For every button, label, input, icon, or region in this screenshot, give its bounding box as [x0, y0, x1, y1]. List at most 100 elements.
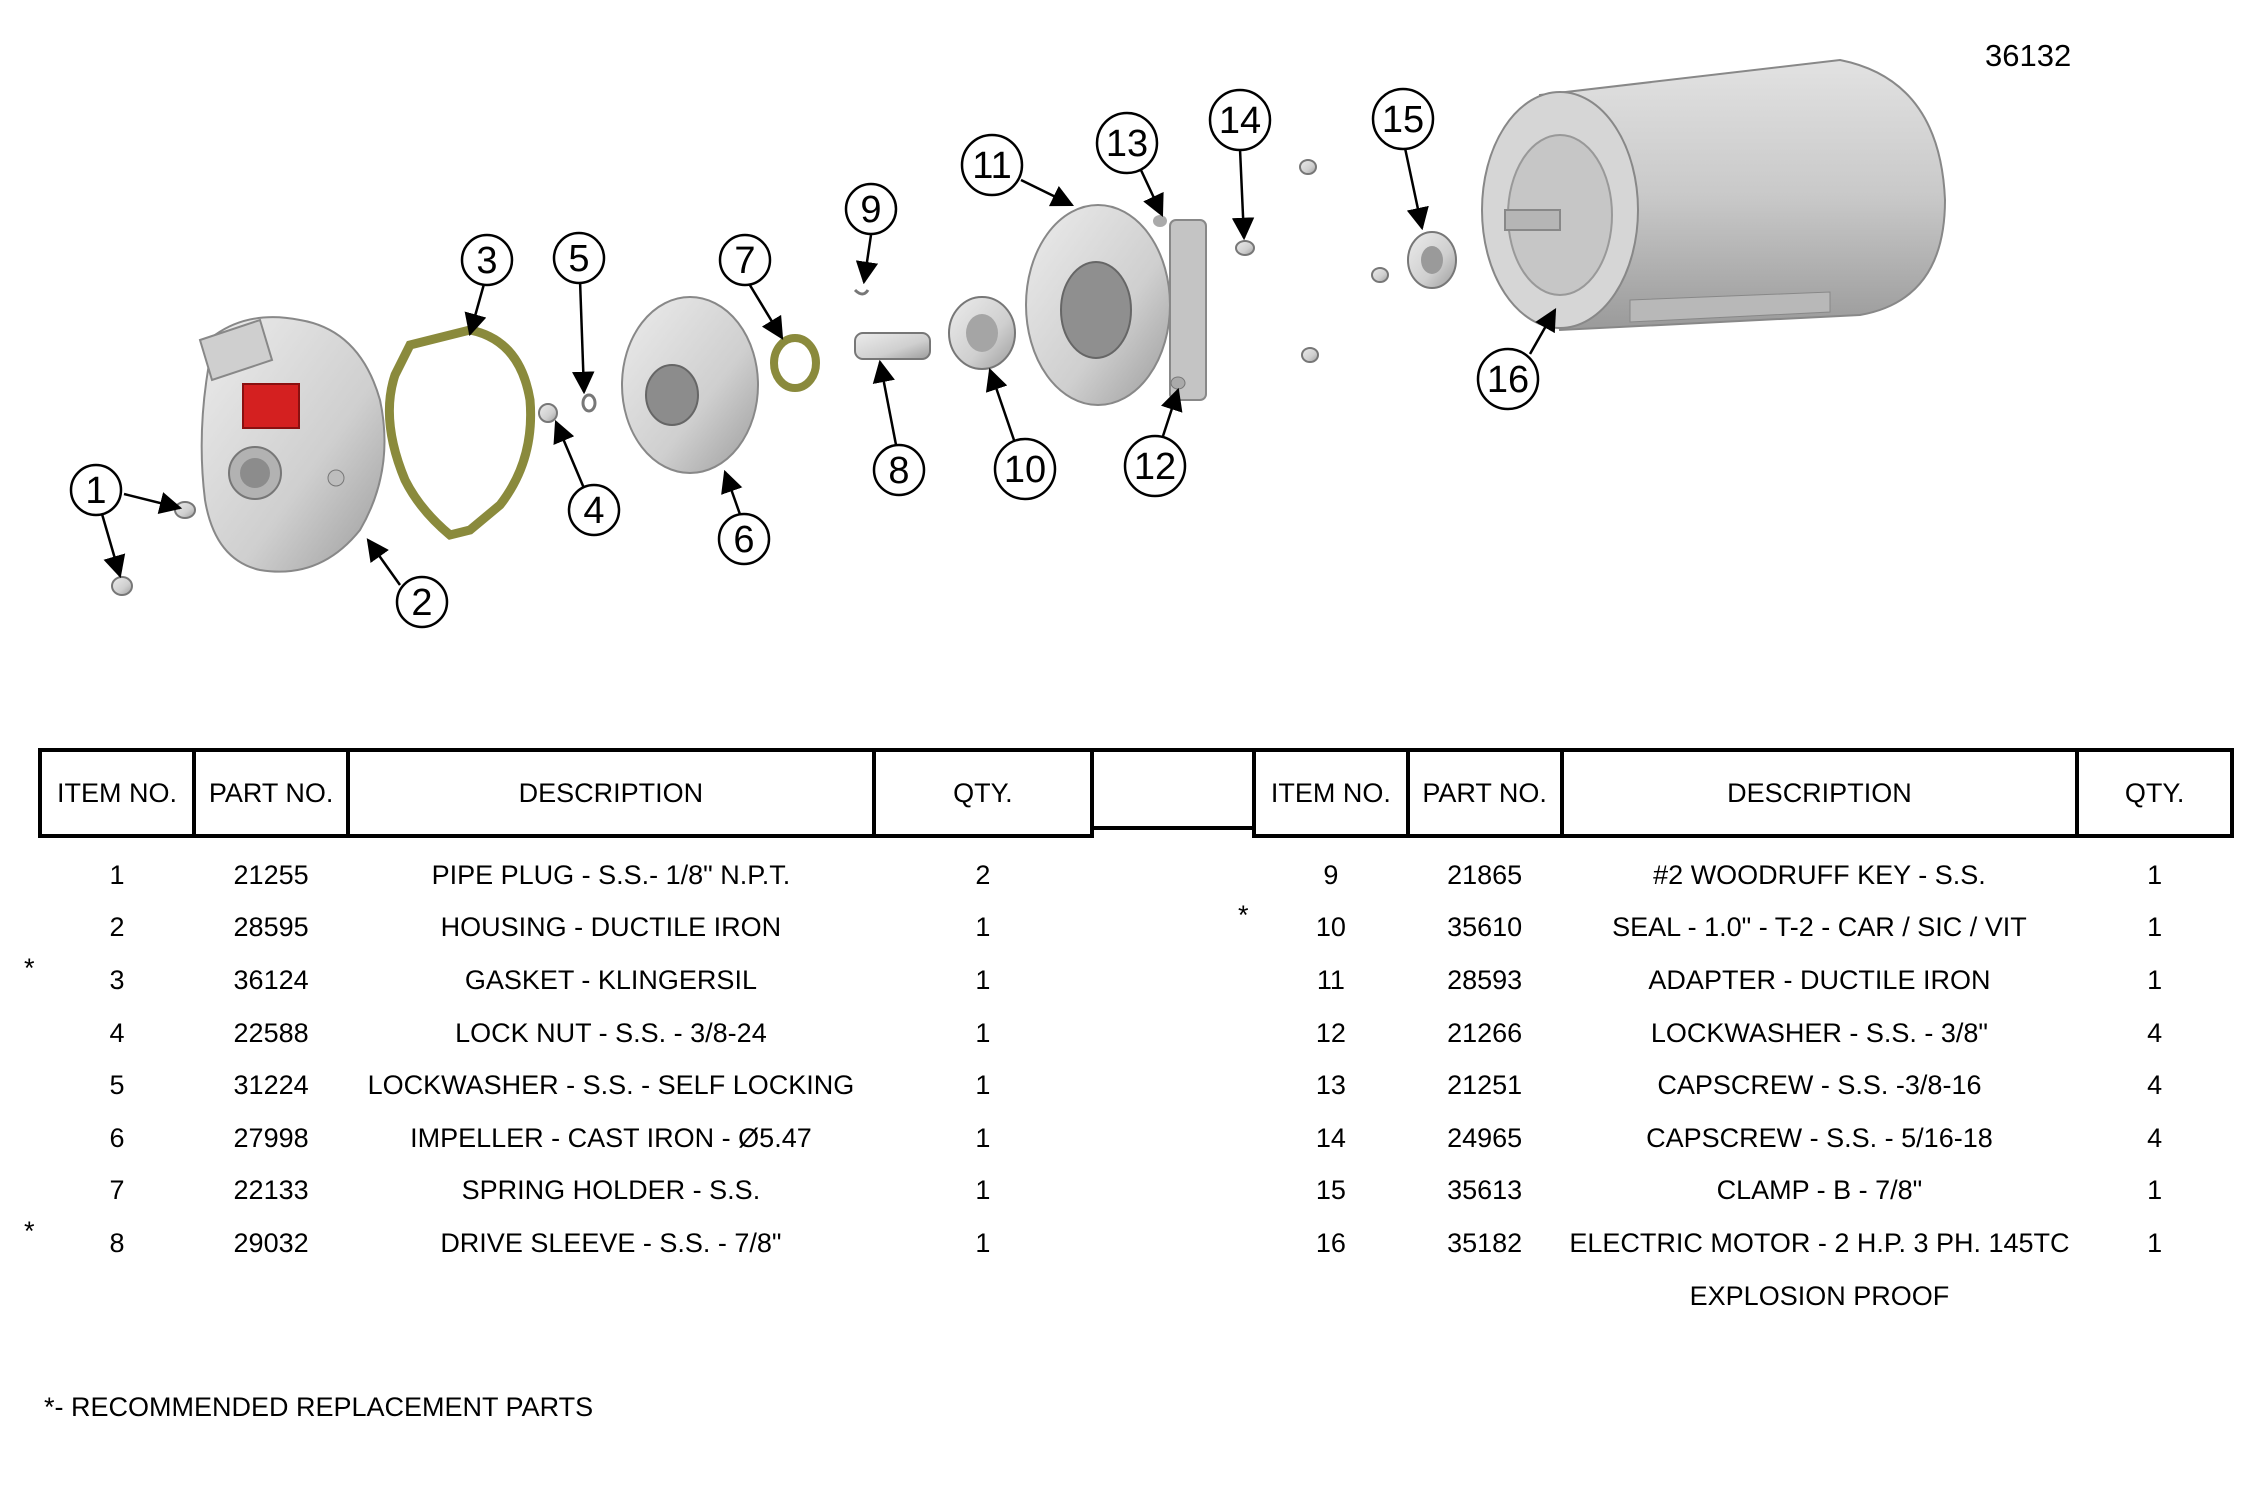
- item-no-cell: 1: [109, 859, 125, 890]
- replacement-marker: *: [1238, 900, 1249, 930]
- balloon-1-label: 1: [85, 470, 106, 512]
- adapter-part: [1025, 204, 1171, 406]
- table-header-gap: [1094, 748, 1252, 830]
- balloon-8-label: 8: [888, 450, 909, 492]
- balloon-9: 9: [844, 182, 898, 236]
- balloon-4-label: 4: [583, 490, 604, 532]
- description-cell: SPRING HOLDER - S.S.: [461, 1175, 761, 1206]
- qty-cell: 1: [2147, 1175, 2163, 1206]
- header-qty: QTY.: [871, 748, 1095, 838]
- balloon-14: 14: [1208, 88, 1272, 152]
- description-cell: LOCKWASHER - S.S. - 3/8": [1650, 1017, 1989, 1048]
- qty-cell: 1: [2147, 964, 2163, 995]
- part-no-cell: 22133: [233, 1175, 309, 1206]
- drive-sleeve-part: [854, 332, 931, 360]
- description-cell: ADAPTER - DUCTILE IRON: [1648, 964, 1991, 995]
- part-no-cell: 28593: [1447, 964, 1523, 995]
- part-no-cell: 22588: [233, 1017, 309, 1048]
- description-cell: CAPSCREW - S.S. -3/8-16: [1657, 1070, 1982, 1101]
- qty-cell: 1: [975, 1122, 991, 1153]
- header-part-no: PART NO.: [192, 748, 351, 838]
- item-no-cell: 5: [109, 1070, 125, 1101]
- balloon-3: 3: [460, 233, 514, 287]
- balloon-4: 4: [567, 483, 621, 537]
- item-no-cell: 8: [109, 1227, 125, 1258]
- balloon-9-label: 9: [860, 189, 881, 231]
- header-item-no: ITEM NO.: [1252, 748, 1410, 838]
- item-no-cell: 2: [109, 912, 125, 943]
- pipe-plug-part: [111, 501, 196, 596]
- qty-cell: 1: [2147, 1227, 2163, 1258]
- qty-cell: 4: [2147, 1017, 2163, 1048]
- item-no-cell: 13: [1315, 1070, 1346, 1101]
- header-item-no: ITEM NO.: [37, 748, 197, 838]
- exploded-view-diagram: 1 2 3 4 5 6 7 8 9 10 11 12: [0, 0, 2250, 680]
- description-cell: IMPELLER - CAST IRON - Ø5.47: [410, 1122, 812, 1153]
- part-no-cell: 36124: [233, 964, 309, 995]
- item-no-cell: 3: [109, 964, 125, 995]
- woodruff-key-part: [853, 288, 870, 296]
- table-header-row: ITEM NO. PART NO. DESCRIPTION QTY.: [1252, 748, 2234, 838]
- description-cell: #2 WOODRUFF KEY - S.S.: [1653, 859, 1986, 890]
- part-no-cell: 21266: [1447, 1017, 1523, 1048]
- balloon-1: 1: [69, 463, 123, 517]
- header-description: DESCRIPTION: [346, 748, 876, 838]
- impeller-part: [621, 296, 759, 474]
- seal-part: [948, 296, 1016, 370]
- balloon-3-label: 3: [476, 240, 497, 282]
- lockwasher-part: [581, 393, 597, 413]
- description-cell: HOUSING - DUCTILE IRON: [440, 912, 782, 943]
- part-no-cell: 27998: [233, 1122, 309, 1153]
- table-header-row: ITEM NO. PART NO. DESCRIPTION QTY.: [37, 748, 1095, 838]
- capscrew-part: [1153, 159, 1389, 401]
- leader-lines: [100, 147, 1557, 586]
- balloon-15: 15: [1371, 87, 1435, 151]
- part-no-cell: 21251: [1447, 1070, 1523, 1101]
- item-no-cell: 12: [1315, 1017, 1346, 1048]
- part-no-cell: 21255: [233, 859, 309, 890]
- qty-cell: 1: [975, 1175, 991, 1206]
- description-cell: CLAMP - B - 7/8": [1716, 1175, 1923, 1206]
- balloon-6-label: 6: [733, 519, 754, 561]
- balloon-15-label: 15: [1382, 99, 1424, 141]
- qty-cell: 4: [2147, 1070, 2163, 1101]
- balloon-13-label: 13: [1106, 123, 1148, 165]
- balloon-14-label: 14: [1219, 100, 1261, 142]
- electric-motor-part: [1481, 58, 1947, 332]
- table-row: 13 21251 CAPSCREW - S.S. -3/8-16 4: [1254, 1059, 2232, 1112]
- part-no-cell: 35613: [1447, 1175, 1523, 1206]
- qty-cell: 1: [2147, 912, 2163, 943]
- part-no-cell: 35610: [1447, 912, 1523, 943]
- description-cell: EXPLOSION PROOF: [1689, 1280, 1950, 1311]
- balloon-2: 2: [395, 575, 449, 629]
- table-row: 12 21266 LOCKWASHER - S.S. - 3/8" 4: [1254, 1007, 2232, 1060]
- housing-part: [198, 316, 386, 573]
- balloon-13: 13: [1095, 111, 1159, 175]
- qty-cell: 1: [975, 964, 991, 995]
- description-cell: SEAL - 1.0" - T-2 - CAR / SIC / VIT: [1612, 912, 2027, 943]
- lock-nut-part: [538, 403, 558, 423]
- item-no-cell: 11: [1316, 964, 1345, 995]
- part-no-cell: 28595: [233, 912, 309, 943]
- adapter-lockwasher-part: [1170, 376, 1186, 390]
- item-no-cell: 4: [109, 1017, 125, 1048]
- balloon-2-label: 2: [411, 582, 432, 624]
- part-no-cell: 24965: [1447, 1122, 1523, 1153]
- header-description: DESCRIPTION: [1559, 748, 2080, 838]
- balloon-11-label: 11: [972, 145, 1011, 187]
- part-no-cell: 21865: [1447, 859, 1523, 890]
- table-row: 11 28593 ADAPTER - DUCTILE IRON 1: [1254, 954, 2232, 1007]
- balloon-7-label: 7: [734, 240, 755, 282]
- qty-cell: 1: [975, 1017, 991, 1048]
